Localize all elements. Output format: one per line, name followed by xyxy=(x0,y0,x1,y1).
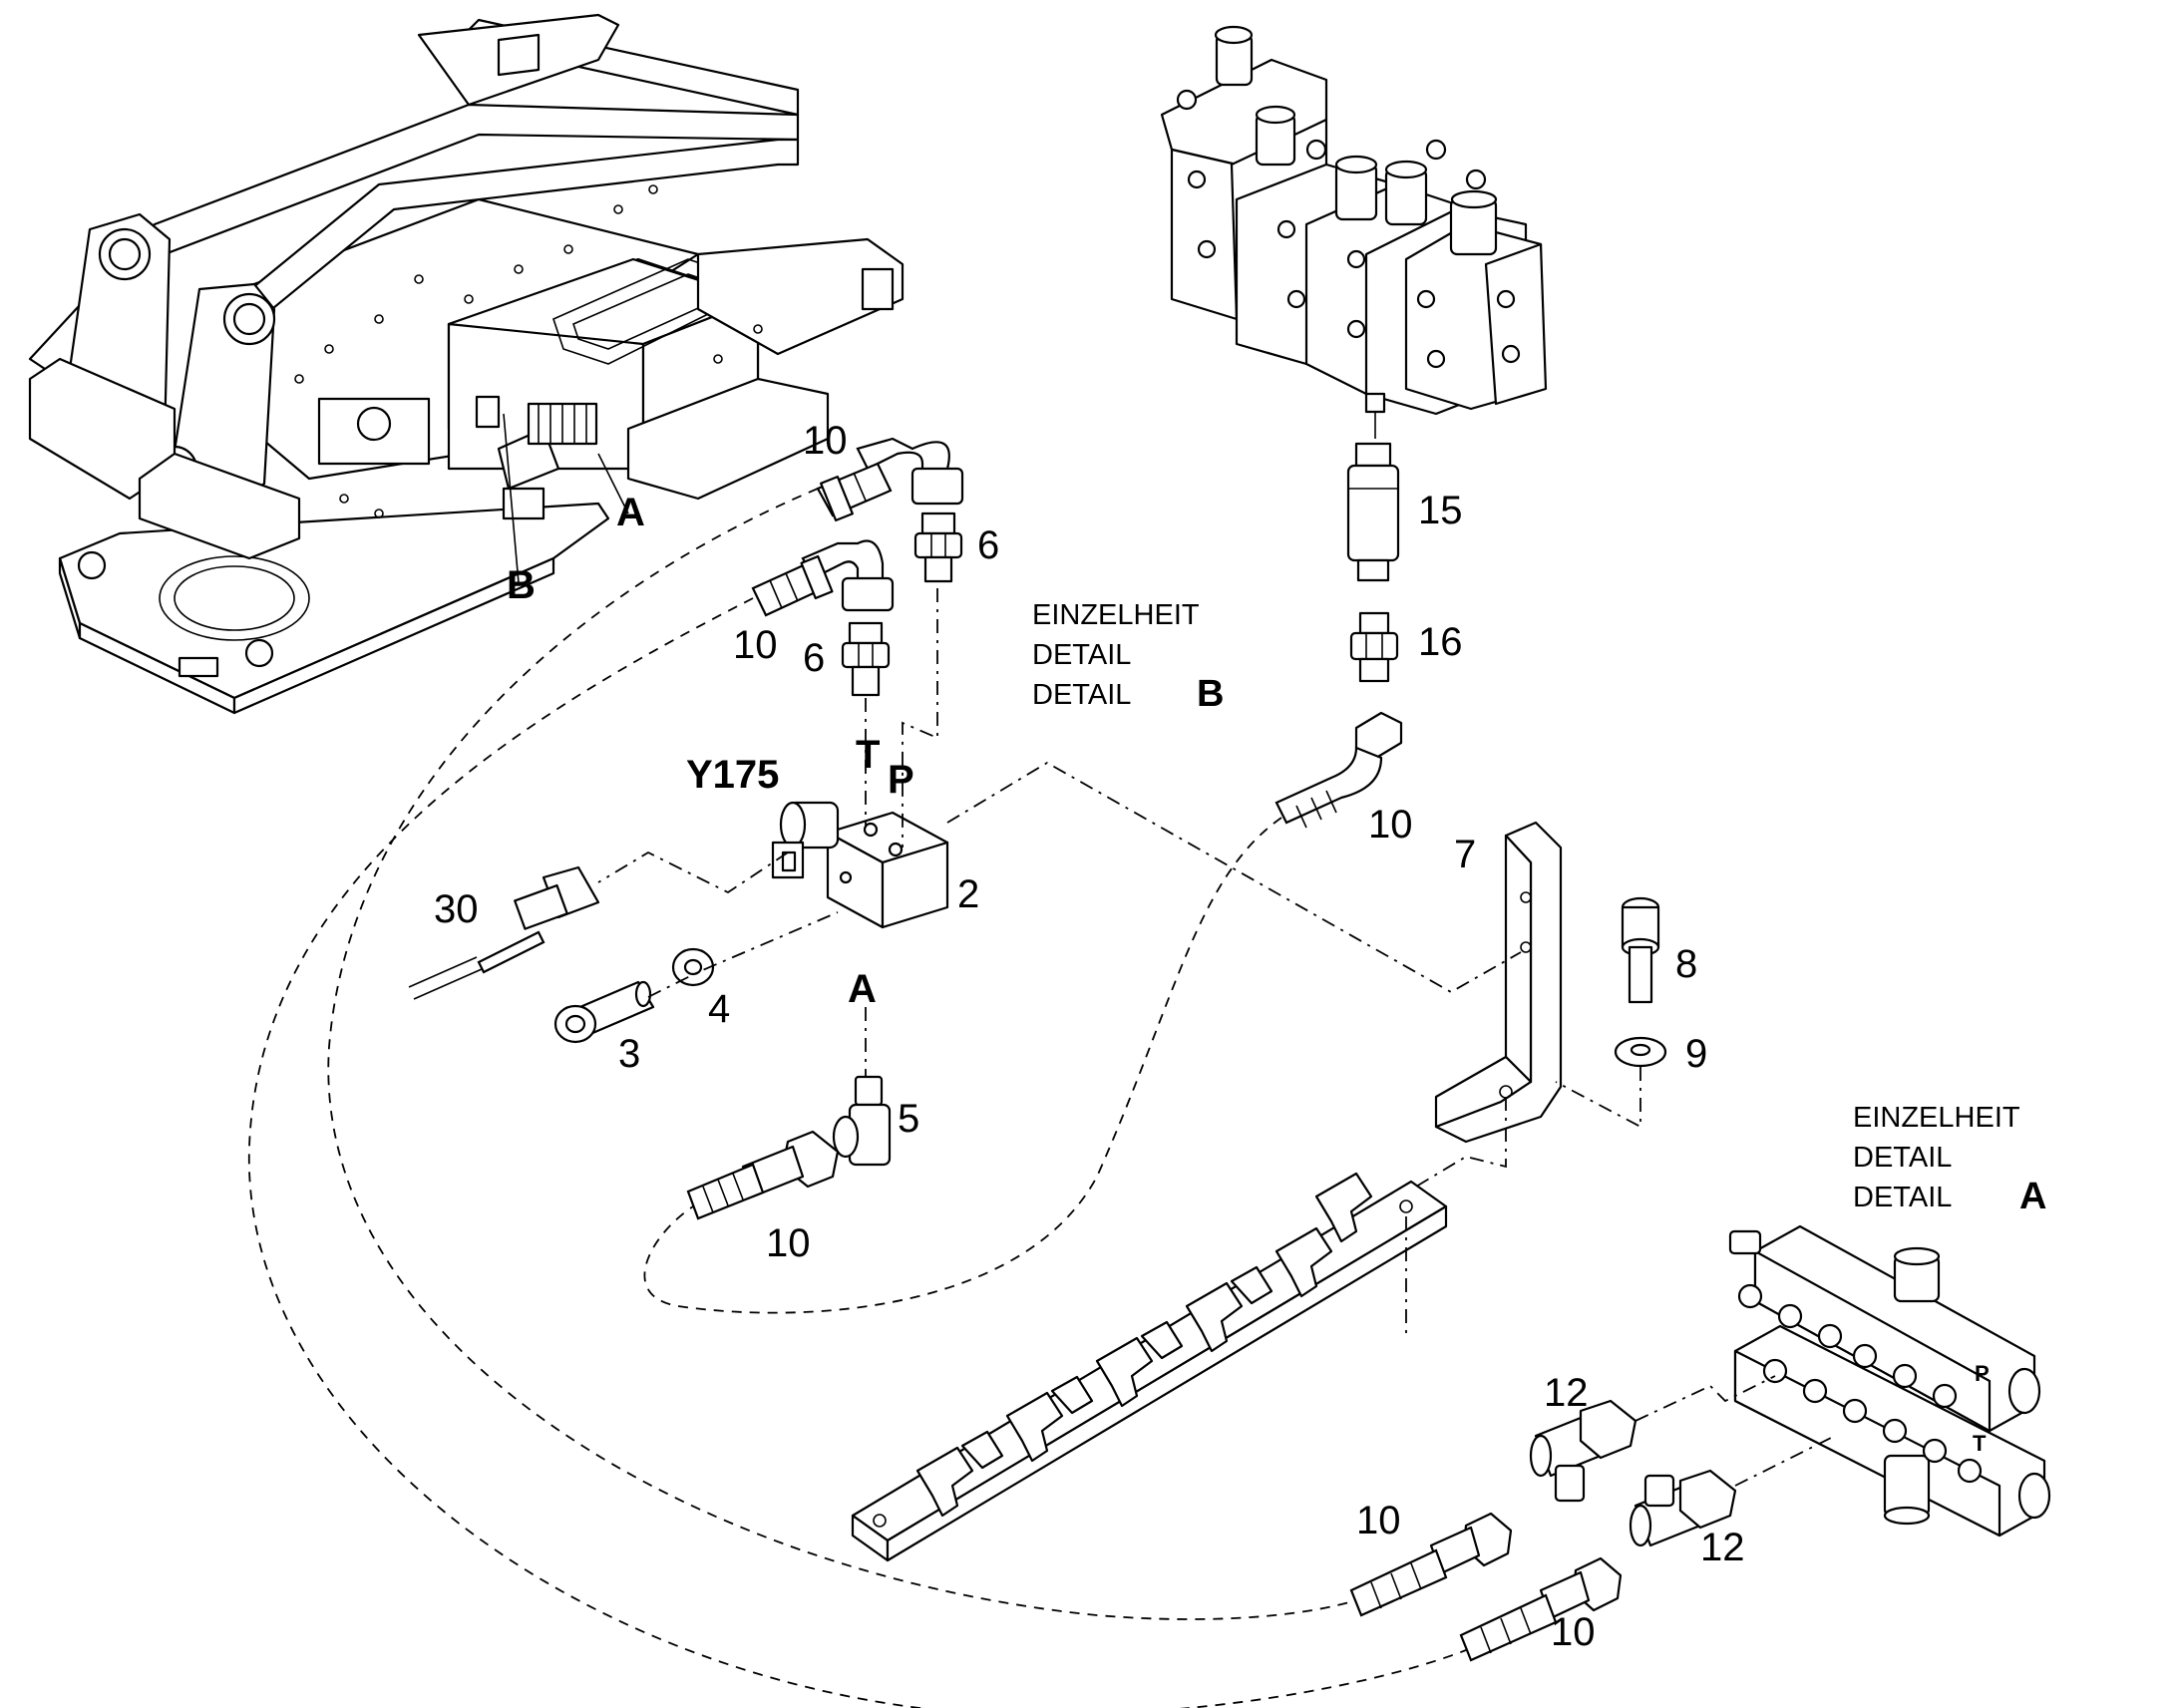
distributor-fittings xyxy=(1737,1283,1983,1484)
label-y175: Y175 xyxy=(686,753,779,797)
label-10-lower-left: 10 xyxy=(766,1221,811,1265)
detail-a-line2: DETAIL xyxy=(1853,1142,1952,1174)
label-10-upper: 10 xyxy=(803,419,848,463)
label-6-upper: 6 xyxy=(977,523,999,567)
label-16: 16 xyxy=(1418,620,1463,664)
label-a-port: A xyxy=(848,967,877,1011)
fitting-6-middle xyxy=(841,621,891,697)
label-10-middle: 10 xyxy=(733,623,778,667)
hose-10-lower-right-a xyxy=(1349,1512,1513,1617)
label-t-distributor: T xyxy=(1973,1431,1987,1456)
label-6-middle: 6 xyxy=(803,636,825,680)
check-valve-15 xyxy=(1346,442,1400,582)
label-30: 30 xyxy=(434,887,479,931)
detail-b-line1: EINZELHEIT xyxy=(1032,599,1200,631)
label-p-distributor: P xyxy=(1975,1361,1990,1386)
frame-holes xyxy=(294,184,763,518)
chassis-connector-rail xyxy=(475,395,629,584)
label-8: 8 xyxy=(1675,942,1697,986)
label-10-lower-right-a: 10 xyxy=(1356,1499,1401,1542)
hose-10-upper xyxy=(816,437,964,522)
tee-fitting-12-upper xyxy=(1529,1399,1637,1503)
label-7: 7 xyxy=(1454,833,1476,876)
hose-elbow-10-right xyxy=(1274,711,1403,829)
bolt-8 xyxy=(1621,896,1660,1004)
valve-bolts xyxy=(1176,89,1521,369)
label-4: 4 xyxy=(708,987,730,1031)
detail-a-line1: EINZELHEIT xyxy=(1853,1102,2020,1134)
hose-clamp-rail xyxy=(851,1172,1448,1562)
label-10-right: 10 xyxy=(1368,803,1413,847)
detail-a-line3: DETAIL xyxy=(1853,1182,1952,1213)
label-a-chassis: A xyxy=(616,491,645,534)
label-p-port: P xyxy=(888,758,914,802)
label-9: 9 xyxy=(1685,1032,1707,1076)
detail-b-line3: DETAIL xyxy=(1032,679,1131,711)
tee-fitting-12-lower xyxy=(1629,1469,1737,1547)
connector-plug-30 xyxy=(408,865,600,1000)
connection-lines xyxy=(248,488,1836,1708)
washer-4 xyxy=(671,947,715,987)
solenoid-valve-y175 xyxy=(771,801,949,929)
label-b-chassis: B xyxy=(507,563,536,607)
detail-a-letter: A xyxy=(2019,1176,2046,1217)
label-15: 15 xyxy=(1418,489,1463,532)
detail-b-letter: B xyxy=(1197,673,1224,715)
clamp-teeth xyxy=(915,1172,1373,1518)
control-valve-block xyxy=(1160,25,1548,439)
detail-b-line2: DETAIL xyxy=(1032,639,1131,671)
washer-9 xyxy=(1614,1036,1667,1068)
label-12-upper: 12 xyxy=(1544,1371,1589,1415)
label-3: 3 xyxy=(618,1032,640,1076)
label-5: 5 xyxy=(898,1097,919,1141)
bracket-7 xyxy=(1434,821,1563,1144)
hose-10-lower-left xyxy=(686,1130,840,1220)
label-t-port: T xyxy=(856,733,880,777)
bolt-3 xyxy=(553,980,655,1044)
hose-10-middle xyxy=(751,539,895,617)
distributor-block xyxy=(1728,1224,2051,1537)
adapter-16 xyxy=(1349,611,1399,683)
label-10-lower-right-b: 10 xyxy=(1551,1610,1596,1654)
fitting-6-upper xyxy=(913,512,963,583)
tee-fitting-5 xyxy=(832,1075,892,1167)
hose-10-lower-right-b xyxy=(1459,1556,1623,1662)
label-2: 2 xyxy=(957,872,979,916)
label-12-lower: 12 xyxy=(1700,1526,1745,1569)
